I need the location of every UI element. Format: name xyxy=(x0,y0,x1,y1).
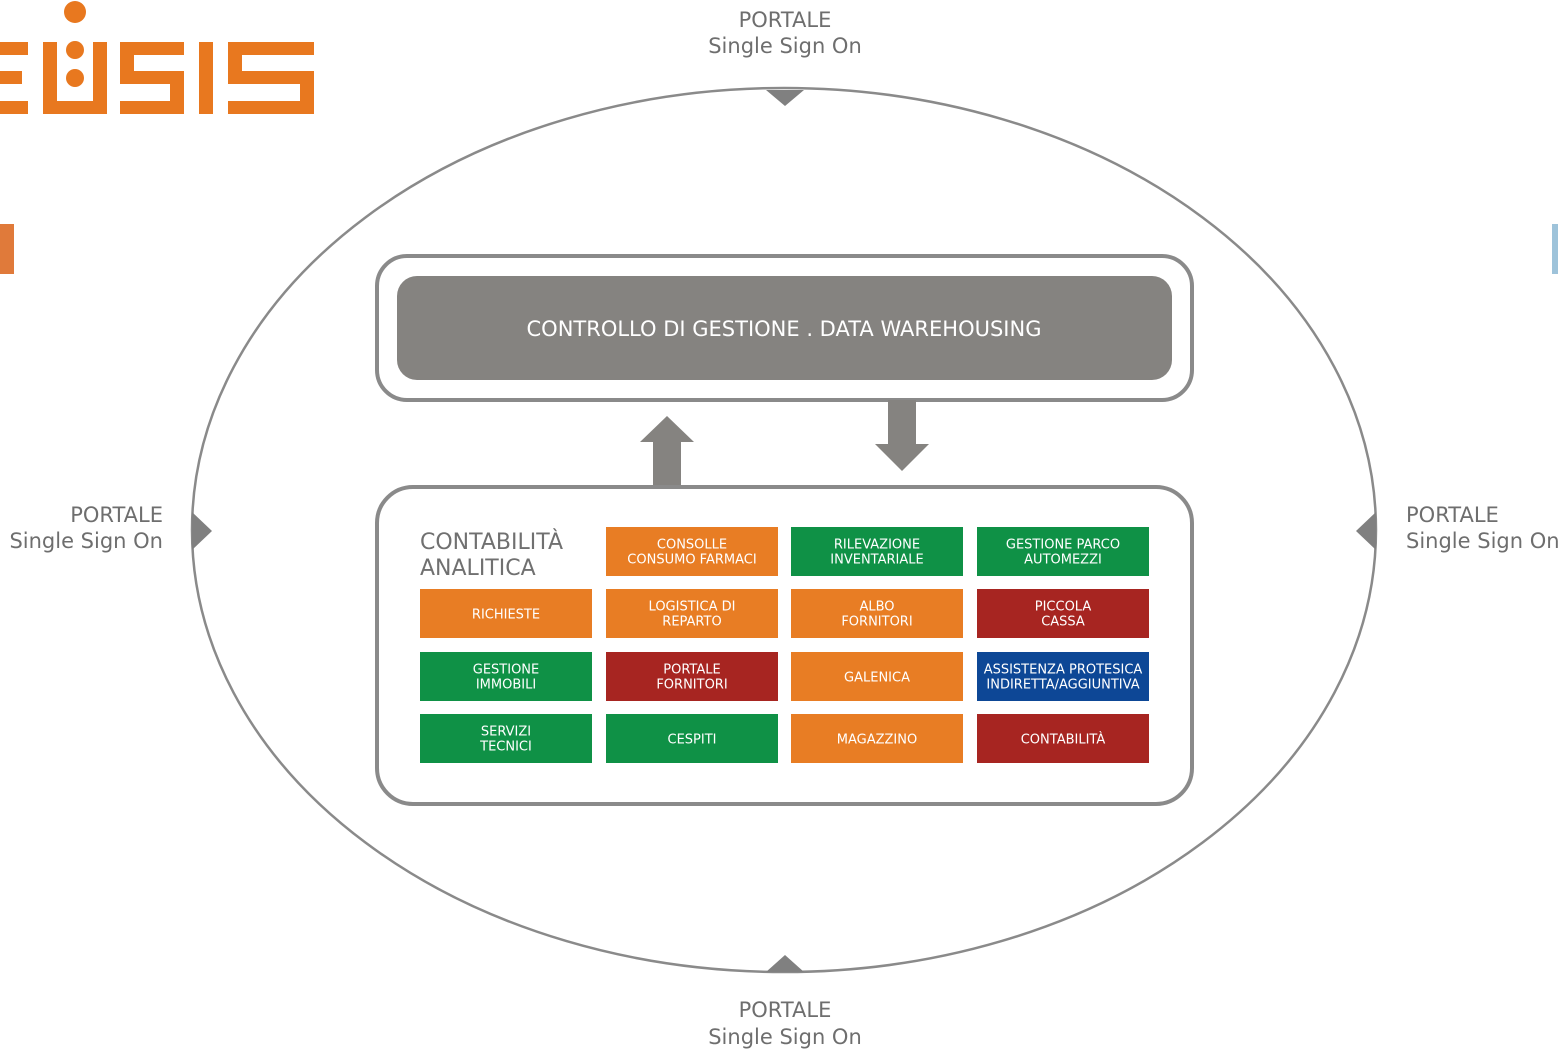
module-label: MAGAZZINO xyxy=(837,733,917,748)
svg-text:Single Sign On: Single Sign On xyxy=(708,1025,862,1049)
module-label: FORNITORI xyxy=(841,615,912,630)
portal-label-bottom: PORTALE Single Sign On xyxy=(708,998,862,1049)
module-label: SERVIZI xyxy=(481,725,531,740)
module-tile-background xyxy=(420,652,592,701)
svg-text:PORTALE: PORTALE xyxy=(739,998,832,1022)
right-accent-bar xyxy=(1552,224,1558,274)
module-tile-background xyxy=(791,652,963,701)
module-tile-background xyxy=(420,589,592,638)
arrow-up-to-warehouse xyxy=(640,416,694,488)
module-label: REPARTO xyxy=(662,615,721,630)
module-label: CONTABILITÀ xyxy=(1021,732,1106,748)
module-label: INVENTARIALE xyxy=(830,553,923,568)
portal-label-top: PORTALE Single Sign On xyxy=(708,8,862,58)
module-label: GESTIONE PARCO xyxy=(1006,538,1120,553)
module-label: CONSOLLE xyxy=(657,538,727,553)
eusis-logo xyxy=(0,1,314,114)
module-label: TECNICI xyxy=(479,740,532,755)
module-tile-background xyxy=(977,589,1149,638)
module-label: GALENICA xyxy=(844,671,910,686)
portal-top-marker xyxy=(766,90,804,106)
module-tile-background xyxy=(606,652,778,701)
left-accent-bar xyxy=(0,224,14,274)
module-tile-background xyxy=(791,589,963,638)
module-label: CESPITI xyxy=(668,733,717,748)
module-tile-background xyxy=(977,714,1149,763)
module-label: RILEVAZIONE xyxy=(834,538,920,553)
svg-text:CONTABILITÀ: CONTABILITÀ xyxy=(420,529,563,555)
module-label: GESTIONE xyxy=(473,663,540,678)
module-tile-background xyxy=(606,527,778,576)
module-label: PICCOLA xyxy=(1035,600,1092,615)
module-label: INDIRETTA/AGGIUNTIVA xyxy=(986,678,1139,693)
svg-text:Single Sign On: Single Sign On xyxy=(1406,529,1558,553)
svg-text:Single Sign On: Single Sign On xyxy=(9,529,163,553)
svg-text:PORTALE: PORTALE xyxy=(1406,503,1499,527)
svg-text:Single Sign On: Single Sign On xyxy=(708,34,862,58)
module-tile: CESPITI xyxy=(606,714,778,763)
module-tile-background xyxy=(791,527,963,576)
module-label: RICHIESTE xyxy=(472,608,540,623)
module-tile: GALENICA xyxy=(791,652,963,701)
svg-text:PORTALE: PORTALE xyxy=(739,8,832,32)
module-label: IMMOBILI xyxy=(476,678,536,693)
svg-text:ANALITICA: ANALITICA xyxy=(420,556,536,581)
portal-right-marker xyxy=(1356,512,1376,550)
portal-bottom-marker xyxy=(766,955,804,972)
module-tile-background xyxy=(420,714,592,763)
module-tile-background xyxy=(977,527,1149,576)
module-tile-background xyxy=(606,714,778,763)
module-tile: CONTABILITÀ xyxy=(977,714,1149,763)
module-label: AUTOMEZZI xyxy=(1024,553,1102,568)
module-tile: RICHIESTE xyxy=(420,589,592,638)
portal-label-left: PORTALE Single Sign On xyxy=(9,503,163,553)
module-label: ASSISTENZA PROTESICA xyxy=(984,663,1143,678)
data-warehouse-title: CONTROLLO DI GESTIONE . DATA WAREHOUSING xyxy=(527,317,1042,341)
arrow-down-from-warehouse xyxy=(875,400,929,471)
module-tile-background xyxy=(791,714,963,763)
contabilita-analitica-title: CONTABILITÀ ANALITICA xyxy=(420,529,563,581)
module-label: CASSA xyxy=(1041,615,1085,630)
module-tile-background xyxy=(606,589,778,638)
portal-label-right: PORTALE Single Sign On xyxy=(1406,503,1558,553)
portal-left-marker xyxy=(192,512,212,550)
module-label: PORTALE xyxy=(663,663,720,678)
module-label: CONSUMO FARMACI xyxy=(627,553,756,568)
module-label: FORNITORI xyxy=(656,678,727,693)
data-warehouse-block xyxy=(397,276,1172,380)
module-label: LOGISTICA DI xyxy=(649,600,736,615)
module-tile: MAGAZZINO xyxy=(791,714,963,763)
module-tile-background xyxy=(977,652,1149,701)
module-label: ALBO xyxy=(859,600,894,615)
svg-text:PORTALE: PORTALE xyxy=(70,503,163,527)
